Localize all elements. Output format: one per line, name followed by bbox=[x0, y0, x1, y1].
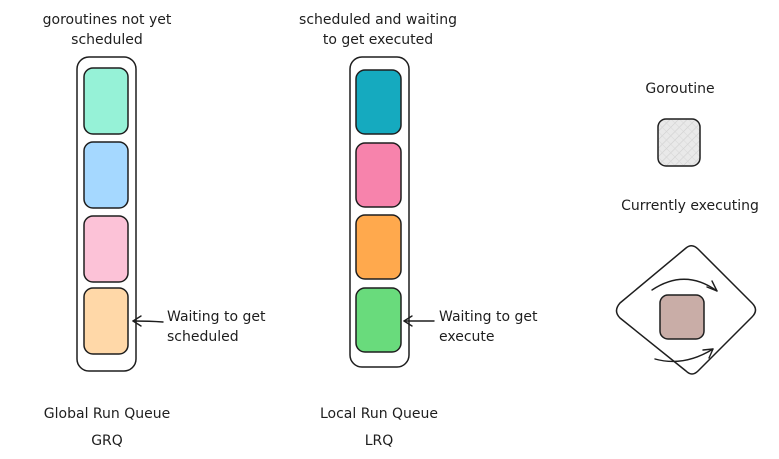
grq-slot-2 bbox=[83, 141, 129, 209]
legend-executing-label: Currently executing bbox=[621, 198, 759, 214]
lrq-arrow-label-line1: Waiting to get bbox=[439, 309, 538, 325]
executing-goroutine-swatch bbox=[659, 294, 705, 340]
lrq-top-label-line1: scheduled and waiting bbox=[299, 12, 457, 28]
lrq-arrow bbox=[403, 315, 435, 327]
lrq-slot-1 bbox=[355, 69, 402, 135]
grq-arrow-label-line1: Waiting to get bbox=[167, 309, 266, 325]
lrq-arrow-label-line2: execute bbox=[439, 329, 495, 345]
lrq-slot-2 bbox=[355, 142, 402, 208]
lrq-slot-4 bbox=[355, 287, 402, 353]
lrq-abbr: LRQ bbox=[364, 433, 394, 449]
grq-name: Global Run Queue bbox=[43, 406, 171, 422]
grq-arrow-label-line2: scheduled bbox=[167, 329, 239, 345]
legend-goroutine-label: Goroutine bbox=[645, 81, 715, 97]
lrq-top-label-line2: to get executed bbox=[322, 32, 434, 48]
grq-arrow bbox=[132, 315, 164, 327]
lrq-name: Local Run Queue bbox=[319, 406, 439, 422]
grq-top-label-line1: goroutines not yet bbox=[42, 12, 172, 28]
lrq-slot-3 bbox=[355, 214, 402, 280]
executing-diamond bbox=[615, 245, 757, 375]
grq-slot-1 bbox=[83, 67, 129, 135]
grq-abbr: GRQ bbox=[91, 433, 123, 449]
legend-goroutine-swatch bbox=[657, 118, 701, 167]
grq-top-label-line2: scheduled bbox=[71, 32, 143, 48]
grq-slot-4 bbox=[83, 287, 129, 355]
grq-slot-3 bbox=[83, 215, 129, 283]
